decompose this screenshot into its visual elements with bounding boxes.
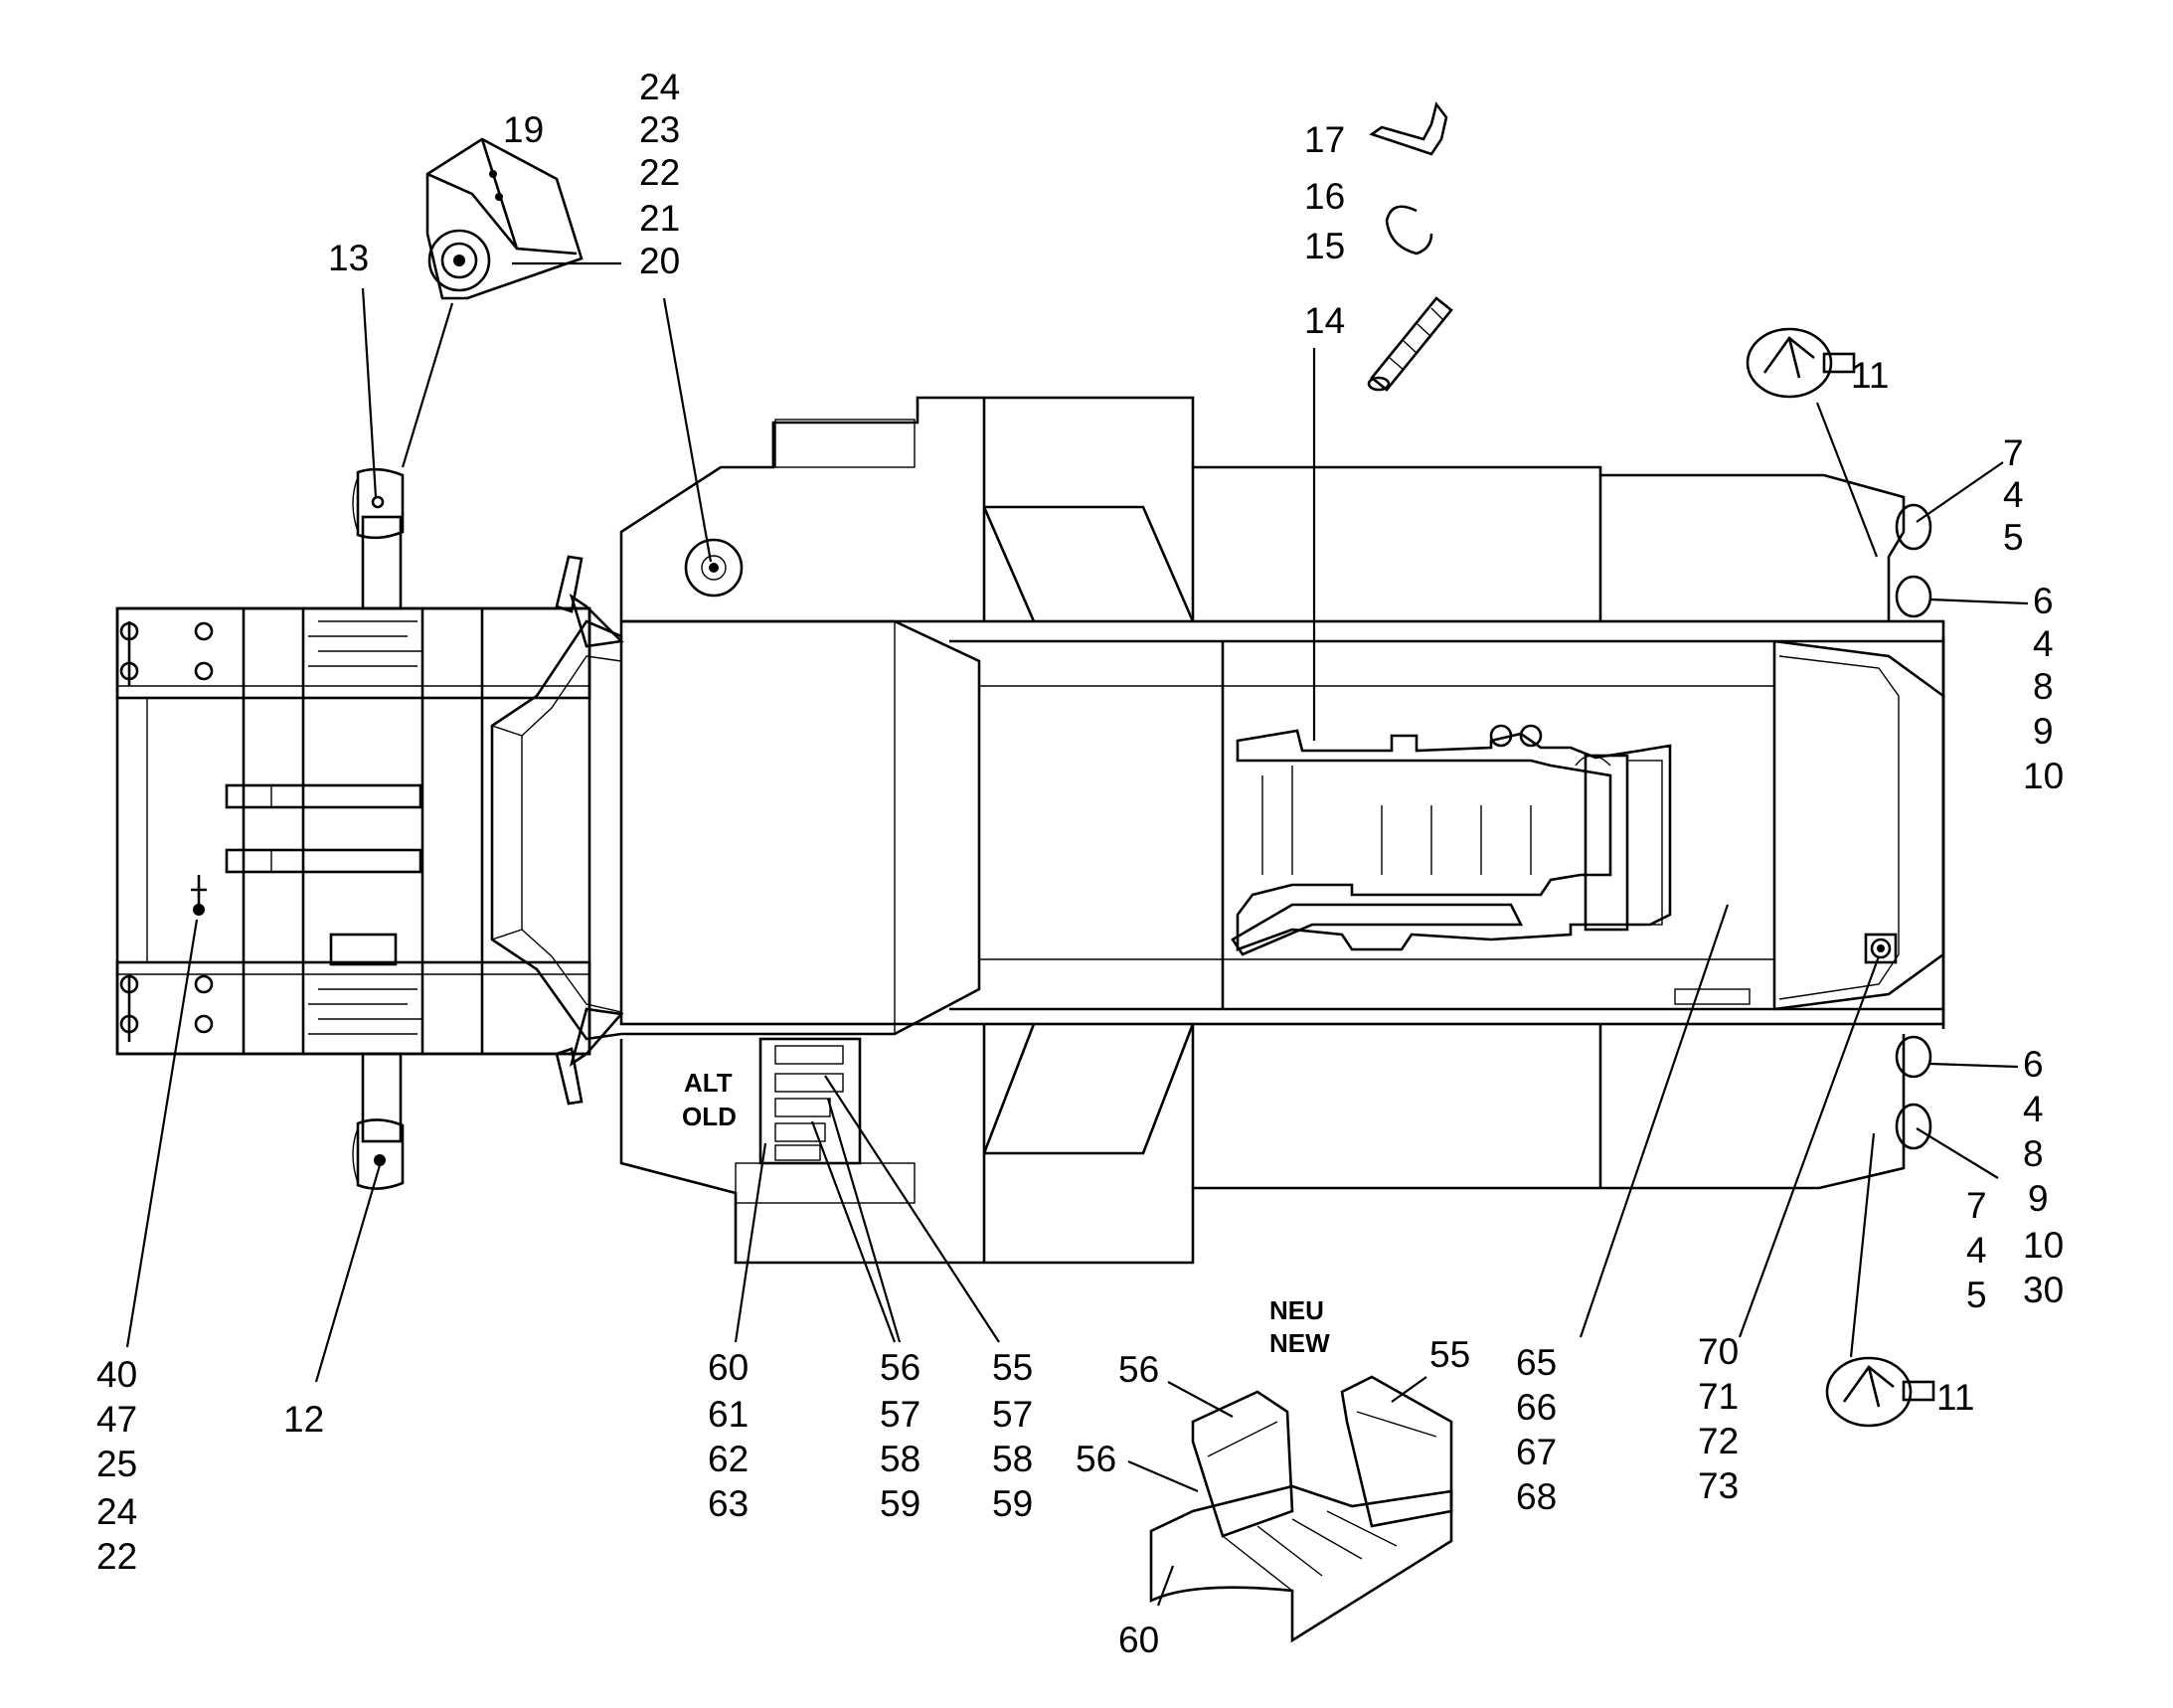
callout-56: 56	[880, 1347, 920, 1388]
callout-5: 5	[2003, 517, 2024, 558]
callout-65: 65	[1516, 1342, 1557, 1383]
callout-60: 60	[708, 1347, 749, 1388]
callout-24: 24	[639, 67, 680, 107]
callout-10: 10	[2023, 1225, 2064, 1266]
callout-40: 40	[96, 1354, 137, 1395]
callout-55: 55	[1429, 1334, 1470, 1375]
callout-5: 5	[1966, 1275, 1987, 1315]
fuse-box-old	[758, 1037, 862, 1165]
callout-13: 13	[328, 238, 369, 278]
callout-62: 62	[708, 1439, 749, 1479]
callout-9: 9	[2033, 711, 2054, 752]
label-old: OLD	[682, 1102, 737, 1131]
callout-19: 19	[503, 109, 544, 150]
callout-8: 8	[2023, 1133, 2044, 1174]
callout-22: 22	[639, 152, 680, 193]
callout-24: 24	[96, 1491, 137, 1532]
label-neu: NEU	[1269, 1295, 1324, 1325]
callout-15: 15	[1304, 226, 1345, 266]
switch-icon	[191, 875, 207, 916]
leader-lines	[125, 261, 2029, 1607]
headlight-upper	[352, 467, 405, 610]
headlight-lower	[352, 1052, 405, 1190]
callout-4: 4	[1966, 1230, 1987, 1271]
engine	[1231, 724, 1672, 956]
callout-56: 56	[1118, 1349, 1159, 1390]
callout-6: 6	[2033, 581, 2054, 621]
callout-57: 57	[992, 1394, 1033, 1435]
chassis	[490, 396, 1945, 1265]
callout-numbers: 19 24 23 22 21 20 13 17 16 15 14 11 7 4 …	[96, 67, 2064, 1660]
sensor-icon	[1864, 933, 1898, 964]
callout-63: 63	[708, 1483, 749, 1524]
front-frame	[115, 606, 591, 1056]
callout-12: 12	[283, 1399, 324, 1440]
callout-7: 7	[2003, 432, 2024, 473]
callout-25: 25	[96, 1444, 137, 1484]
callout-22: 22	[96, 1536, 137, 1577]
label-alt: ALT	[684, 1068, 733, 1098]
callout-23: 23	[639, 109, 680, 150]
callout-11: 11	[1851, 355, 1889, 396]
ring-clip-icon	[1385, 205, 1433, 256]
fuel-cap-icon	[684, 538, 744, 598]
cable-clamp-upper-icon	[1746, 327, 1856, 399]
bolt-icon	[119, 621, 214, 1034]
callout-21: 21	[639, 198, 680, 239]
callout-20: 20	[639, 241, 680, 281]
rear-lamp-icon	[1895, 503, 1932, 1150]
callout-58: 58	[992, 1439, 1033, 1479]
callout-4: 4	[2023, 1089, 2044, 1129]
callout-14: 14	[1304, 300, 1345, 341]
callout-11: 11	[1936, 1377, 1974, 1418]
callout-55: 55	[992, 1347, 1033, 1388]
callout-71: 71	[1698, 1376, 1739, 1417]
callout-57: 57	[880, 1394, 920, 1435]
callout-9: 9	[2028, 1178, 2049, 1219]
callout-66: 66	[1516, 1387, 1557, 1428]
callout-72: 72	[1698, 1421, 1739, 1461]
callout-6: 6	[2023, 1044, 2044, 1085]
callout-61: 61	[708, 1394, 749, 1435]
callout-70: 70	[1698, 1331, 1739, 1372]
callout-60: 60	[1118, 1620, 1159, 1660]
callout-4: 4	[2033, 623, 2054, 664]
callout-67: 67	[1516, 1432, 1557, 1472]
strap-clip-icon	[1369, 101, 1448, 156]
callout-16: 16	[1304, 176, 1345, 217]
callout-73: 73	[1698, 1465, 1739, 1506]
callout-17: 17	[1304, 119, 1345, 160]
callout-30: 30	[2023, 1270, 2064, 1310]
callout-59: 59	[992, 1483, 1033, 1524]
spiral-hose-icon	[1367, 296, 1453, 392]
label-new: NEW	[1269, 1328, 1330, 1358]
fuse-box-new	[1149, 1375, 1453, 1643]
callout-8: 8	[2033, 666, 2054, 707]
cable-clamp-lower-icon	[1825, 1356, 1935, 1428]
callout-68: 68	[1516, 1476, 1557, 1517]
bracket-switch-icon	[425, 137, 584, 300]
callout-47: 47	[96, 1399, 137, 1440]
callout-4: 4	[2003, 474, 2024, 515]
callout-58: 58	[880, 1439, 920, 1479]
callout-7: 7	[1966, 1185, 1987, 1226]
callout-10: 10	[2023, 756, 2064, 796]
callout-59: 59	[880, 1483, 920, 1524]
callout-56: 56	[1076, 1439, 1116, 1479]
